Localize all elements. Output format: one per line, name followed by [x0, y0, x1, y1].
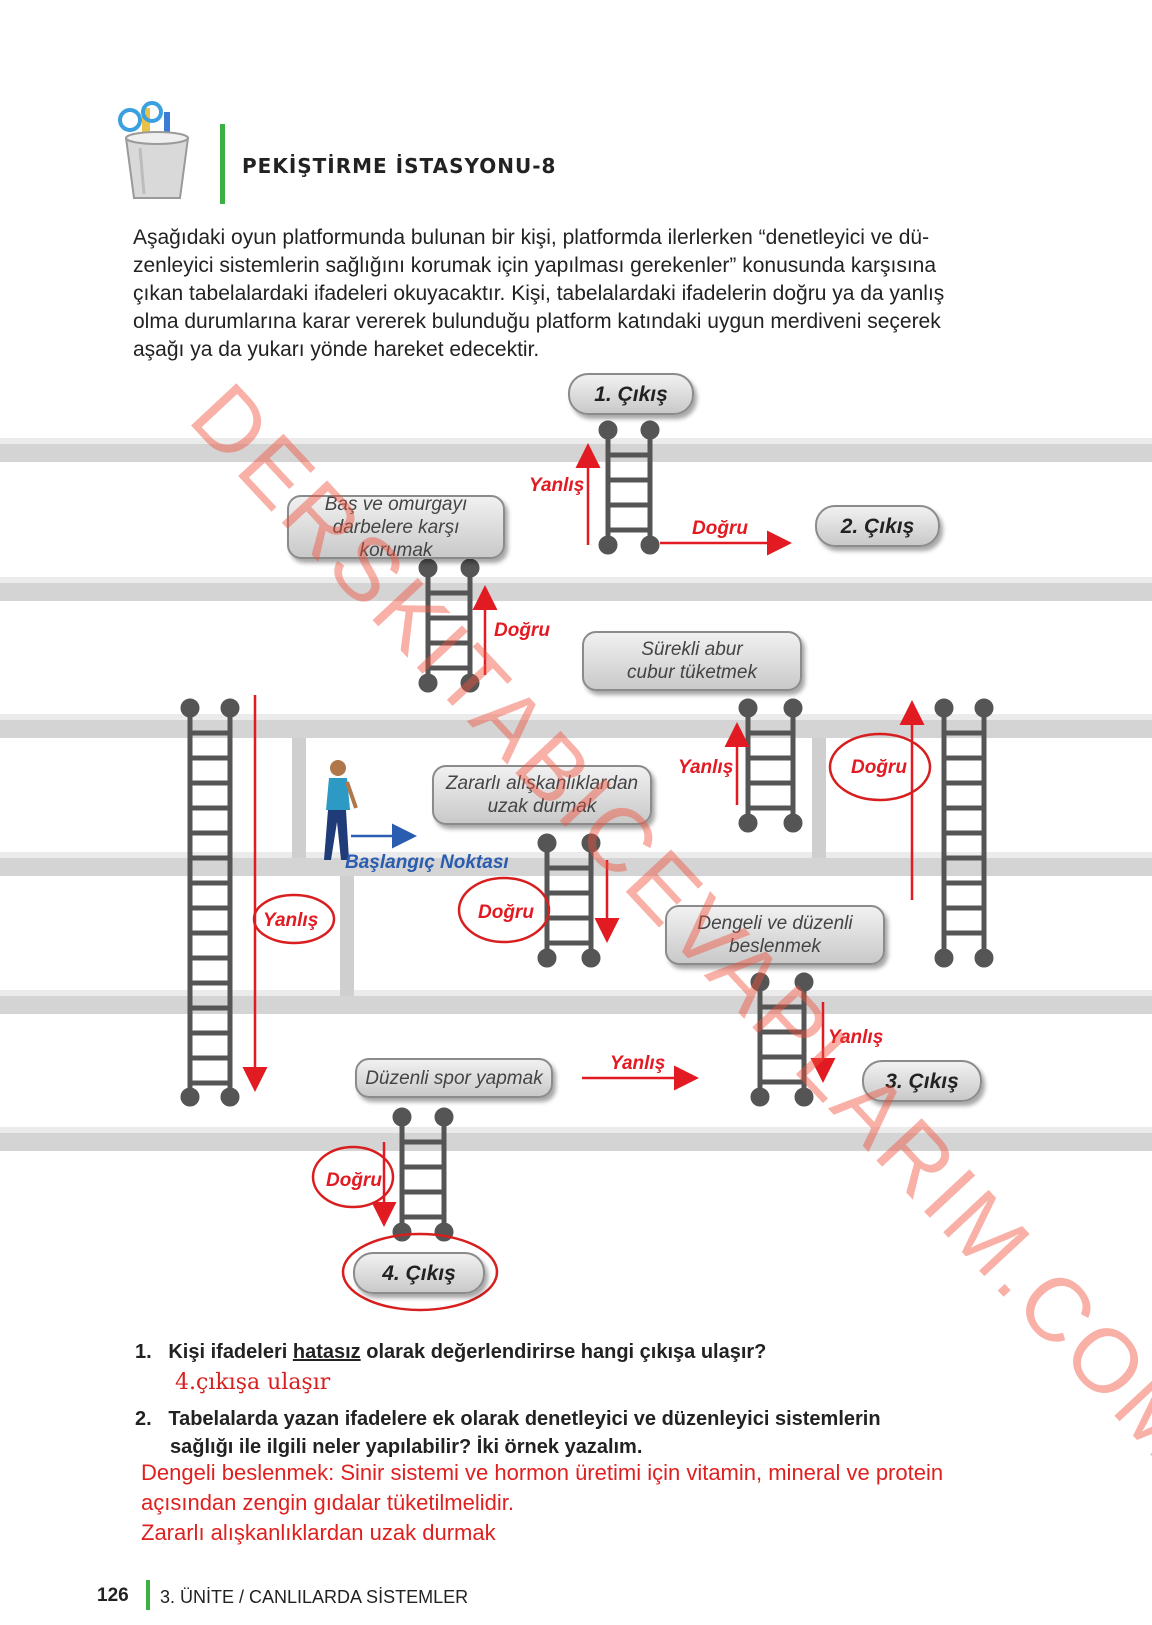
exit-3-sign: 3. Çıkış [862, 1060, 982, 1102]
label-wrong: Yanlış [263, 910, 319, 931]
ladder-4 [537, 833, 601, 968]
sign-line: Baş ve omurgayı [324, 493, 468, 515]
pillars [292, 738, 826, 996]
person-figure [324, 760, 358, 860]
exit-2-label: 2. Çıkış [840, 514, 915, 538]
ladder-tall-right [934, 698, 994, 968]
answer-2-line: açısından zengin gıdalar tüketilmelidir. [141, 1490, 514, 1515]
label-correct: Doğru [326, 1170, 382, 1191]
label-wrong: Yanlış [529, 475, 585, 496]
answer-circles [252, 732, 932, 1312]
question-text: Kişi ifadeleri [168, 1341, 288, 1363]
intro-line: Aşağıdaki oyun platformunda bulunan bir … [133, 226, 930, 249]
page-number: 126 [97, 1585, 129, 1606]
intro-line: aşağı ya da yukarı yönde hareket edecekt… [133, 338, 540, 361]
question-emphasis: hatasız [292, 1341, 361, 1363]
exit-4-label: 4. Çıkış [382, 1261, 456, 1285]
sign-avoid-bad-habits: Zararlı alışkanlıklardan uzak durmak [432, 765, 652, 825]
header-accent-bar [220, 124, 225, 204]
label-wrong: Yanlış [678, 757, 734, 778]
ladder-tall-left [180, 698, 240, 1107]
sign-line: darbelere karşı korumak [332, 516, 460, 561]
pencil-cup-icon [112, 98, 202, 208]
question-number: 1. [135, 1341, 152, 1363]
ladder-5 [750, 972, 814, 1107]
question-1: 1. Kişi ifadeleri hatasız olarak değerle… [135, 1337, 766, 1367]
sign-head-spine-protection: Baş ve omurgayı darbelere karşı korumak [287, 493, 505, 561]
exit-3-label: 3. Çıkış [885, 1069, 959, 1093]
sign-line: Dengeli ve düzenli [697, 913, 853, 934]
label-correct: Doğru [478, 902, 534, 923]
label-correct: Doğru [692, 518, 748, 539]
question-text: olarak değerlendirirse hangi çıkışa ulaş… [366, 1341, 767, 1363]
answer-2-line: Zararlı alışkanlıklardan uzak durmak [141, 1520, 496, 1545]
exit-1-label: 1. Çıkış [594, 382, 668, 406]
sign-line: beslenmek [729, 936, 821, 957]
start-point-label: Başlangıç Noktası [345, 852, 509, 873]
sign-line: Sürekli abur [641, 639, 743, 660]
answer-2-line: Dengeli beslenmek: Sinir sistemi ve horm… [141, 1460, 944, 1485]
sign-regular-exercise: Düzenli spor yapmak [355, 1058, 553, 1098]
sign-line: cubur tüketmek [627, 662, 757, 683]
question-2-cont: sağlığı ile ilgili neler yapılabilir? İk… [170, 1436, 643, 1458]
ladder-3 [738, 698, 803, 833]
sign-line: Zararlı alışkanlıklardan [445, 773, 639, 794]
question-number: 2. [135, 1408, 152, 1430]
exit-2-sign: 2. Çıkış [815, 505, 940, 547]
unit-title: 3. ÜNİTE / CANLILARDA SİSTEMLER [160, 1587, 469, 1607]
intro-line: olma durumlarına karar vererek bulunduğu… [133, 310, 941, 333]
question-2: 2. Tabelalarda yazan ifadelere ek olarak… [135, 1404, 881, 1434]
ladder-2 [418, 558, 480, 693]
intro-line: çıkan tabelalardaki ifadeleri okuyacaktı… [133, 282, 945, 305]
sign-balanced-diet: Dengeli ve düzenli beslenmek [665, 905, 885, 965]
intro-line: zenleyici sistemlerin sağlığını korumak … [133, 254, 937, 277]
label-correct: Doğru [494, 620, 550, 641]
exit-4-sign: 4. Çıkış [353, 1252, 485, 1294]
direction-arrows [242, 443, 925, 1227]
label-wrong: Yanlış [610, 1053, 666, 1074]
footer-accent-bar [146, 1580, 150, 1610]
label-correct: Doğru [851, 757, 907, 778]
question-text: Tabelalarda yazan ifadelere ek olarak de… [168, 1408, 881, 1430]
answer-1: 4.çıkışa ulaşır [175, 1370, 331, 1395]
section-title: PEKİŞTİRME İSTASYONU-8 [242, 154, 557, 178]
sign-line: uzak durmak [487, 796, 597, 817]
ladder-1 [598, 420, 660, 555]
exit-1-sign: 1. Çıkış [568, 373, 694, 415]
ladders [180, 420, 994, 1242]
label-wrong: Yanlış [828, 1027, 884, 1048]
intro-paragraph: Aşağıdaki oyun platformunda bulunan bir … [133, 224, 1018, 364]
sign-line: Düzenli spor yapmak [365, 1067, 543, 1089]
sign-junk-food: Sürekli abur cubur tüketmek [582, 631, 802, 691]
